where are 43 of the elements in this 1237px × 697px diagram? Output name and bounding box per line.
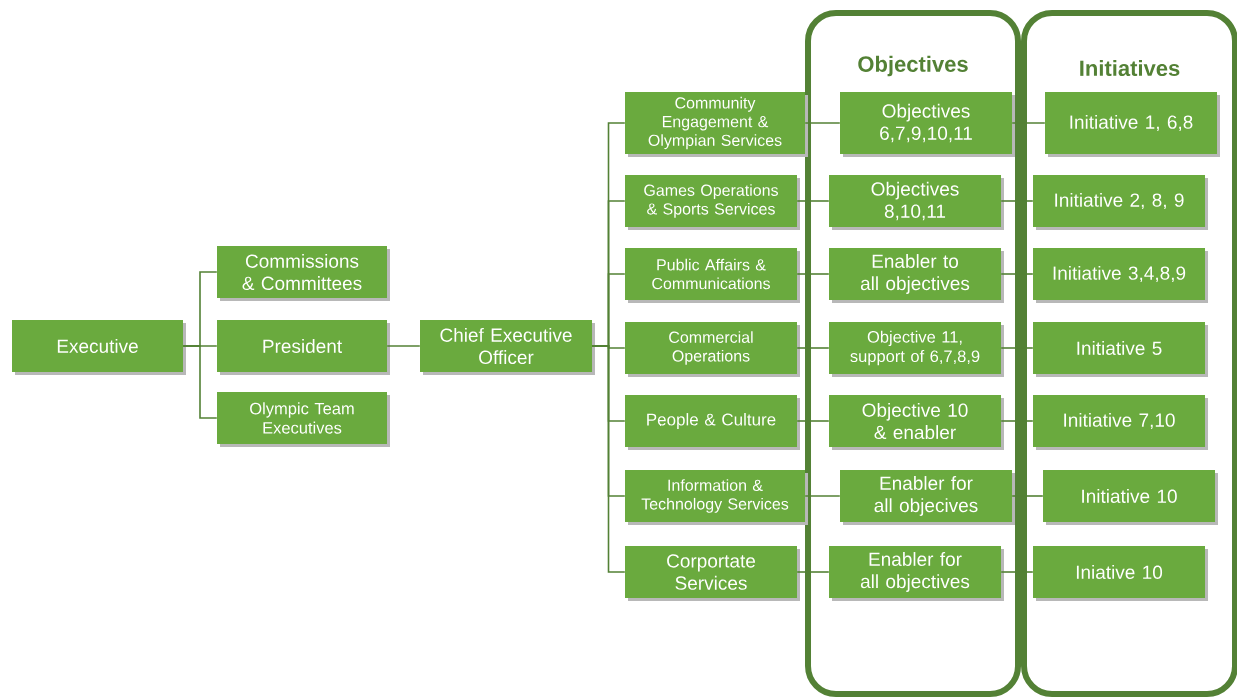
connector-line: [182, 345, 218, 419]
org-box: President: [217, 320, 390, 375]
org-box: Initiative 2, 8, 9: [1033, 175, 1208, 230]
connector-line: [796, 347, 830, 349]
org-box: Initiative 5: [1033, 322, 1208, 377]
org-box: Chief Executive Officer: [420, 320, 595, 375]
connector-line: [591, 345, 626, 573]
connector-line: [1000, 273, 1034, 275]
connector-line: [1000, 420, 1034, 422]
connector-line: [796, 200, 830, 202]
org-box: Objectives 8,10,11: [829, 175, 1004, 230]
connector-line: [804, 495, 841, 497]
org-box: Enabler for all objecives: [840, 470, 1015, 525]
connector-line: [804, 122, 841, 124]
connector-line: [796, 420, 830, 422]
connector-line: [1000, 347, 1034, 349]
org-box: Community Engagement & Olympian Services: [625, 92, 808, 157]
org-box: Objective 10 & enabler: [829, 395, 1004, 450]
org-box: Initiative 1, 6,8: [1045, 92, 1220, 157]
connector-line: [796, 571, 830, 573]
org-box: Olympic Team Executives: [217, 392, 390, 447]
org-box: Initiative 10: [1043, 470, 1218, 525]
org-box: Information & Technology Services: [625, 470, 808, 525]
org-box: Iniative 10: [1033, 546, 1208, 601]
connector-line: [1011, 495, 1044, 497]
org-box: Games Operations & Sports Services: [625, 175, 800, 230]
org-box: Enabler to all objectives: [829, 248, 1004, 303]
org-box: Executive: [12, 320, 186, 375]
org-box: Public Affairs & Communications: [625, 248, 800, 303]
org-box: People & Culture: [625, 395, 800, 450]
connector-line: [386, 345, 421, 347]
org-box: Commercial Operations: [625, 322, 800, 377]
connector-line: [1000, 200, 1034, 202]
connector-line: [1011, 122, 1046, 124]
org-box: Objectives 6,7,9,10,11: [840, 92, 1015, 157]
org-box: Corportate Services: [625, 546, 800, 601]
org-box: Commissions & Committees: [217, 246, 390, 301]
org-box: Initiative 7,10: [1033, 395, 1208, 450]
org-box: Objective 11, support of 6,7,8,9: [829, 322, 1004, 377]
connector-line: [1000, 571, 1034, 573]
org-box: Initiative 3,4,8,9: [1033, 248, 1208, 303]
org-box: Enabler for all objectives: [829, 546, 1004, 601]
connector-line: [796, 273, 830, 275]
